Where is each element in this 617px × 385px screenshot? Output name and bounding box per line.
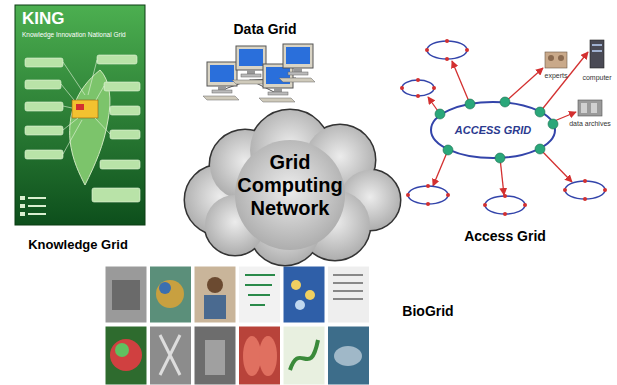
- poster-title: KING: [22, 10, 65, 29]
- grid-name: Access Grid: [464, 229, 546, 244]
- computer-icons: [203, 44, 315, 102]
- poster-subtitle: Knowledge Innovation National Grid: [22, 31, 126, 38]
- image-caption: experts: [545, 72, 568, 80]
- king-poster: [15, 5, 145, 225]
- grid-name: Data Grid: [233, 22, 296, 37]
- cloud-label: Grid Computing Network: [225, 151, 355, 220]
- grid-name: Knowledge Grid: [28, 238, 128, 252]
- cloud-node: Grid Computing Network: [175, 105, 405, 265]
- biogrid-details: [110, 274, 363, 376]
- access-grid-network: [400, 39, 607, 216]
- image-caption: computer: [582, 74, 611, 82]
- grid-name: BioGrid: [402, 304, 453, 319]
- image-caption: data archives: [569, 120, 611, 128]
- biogrid-images: [105, 266, 370, 385]
- logo-text: ACCESS GRID: [455, 124, 531, 136]
